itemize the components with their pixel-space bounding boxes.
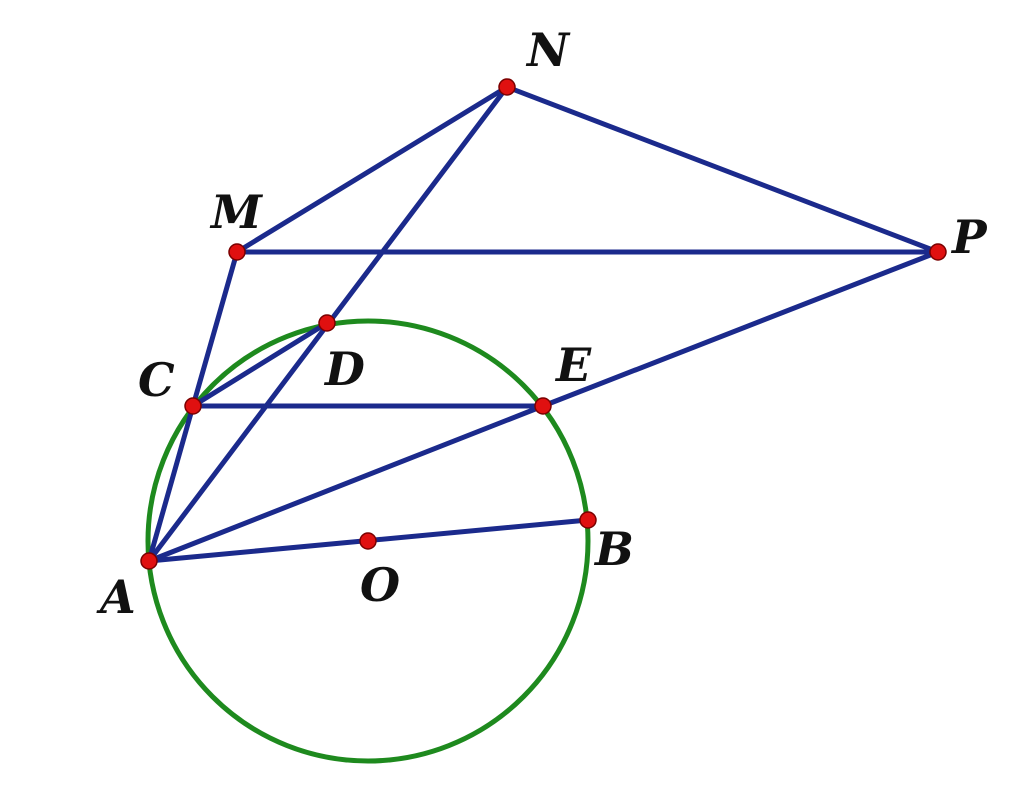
point-p (929, 243, 947, 261)
segment-cd (190, 320, 330, 409)
segment-ep (540, 249, 941, 409)
label-d: D (323, 342, 365, 396)
point-b (579, 511, 597, 529)
point-d (318, 314, 336, 332)
point-n (498, 78, 516, 96)
point-m (228, 243, 246, 261)
label-n: N (525, 23, 571, 77)
label-c: C (138, 353, 175, 407)
point-c (184, 397, 202, 415)
point-o (359, 532, 377, 550)
label-a: A (96, 570, 136, 624)
point-a (140, 552, 158, 570)
label-m: M (209, 185, 264, 239)
segment-ae (146, 403, 546, 564)
segment-ca (146, 403, 196, 564)
segment-np (504, 84, 941, 255)
points (140, 78, 947, 570)
segment-mc (190, 249, 240, 409)
point-e (534, 397, 552, 415)
label-p: P (950, 210, 988, 264)
segment-mn (234, 84, 510, 255)
point-labels: N M P C D E A O B (96, 23, 988, 624)
label-e: E (554, 338, 592, 392)
circle-o (145, 318, 591, 764)
segments (146, 84, 941, 564)
label-o: O (360, 558, 400, 612)
label-b: B (593, 522, 634, 576)
